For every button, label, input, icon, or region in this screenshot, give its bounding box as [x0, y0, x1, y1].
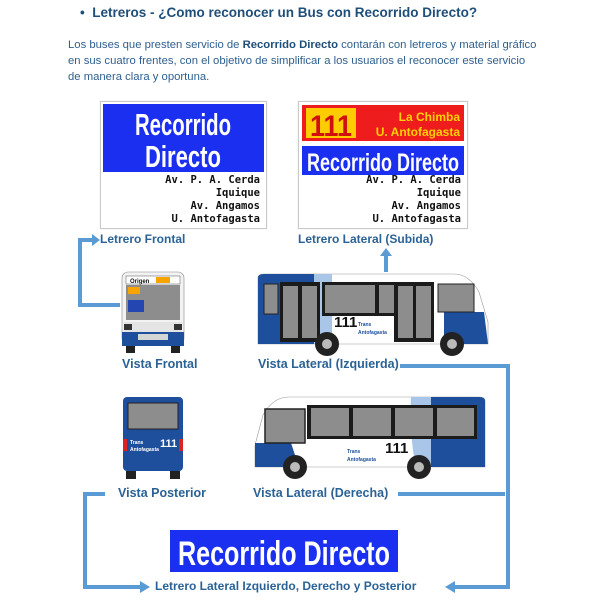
- stop: Iquique: [416, 187, 461, 199]
- bottom-sign-label: Letrero Lateral Izquierdo, Derecho y Pos…: [155, 579, 417, 593]
- side-sign-banner-text: Recorrido Directo: [307, 149, 459, 175]
- heading-text: Letreros - ¿Como reconocer un Bus con Re…: [92, 5, 478, 20]
- arrow-left-icon: [445, 581, 455, 593]
- stop: Av. P. A. Cerda: [366, 174, 461, 186]
- destination-2: U. Antofagasta: [376, 125, 461, 139]
- arrow-up-icon: [380, 248, 392, 256]
- connector-left: [83, 492, 140, 589]
- arrow-right-icon: [92, 234, 100, 246]
- brand-text: Antofagasta: [358, 330, 387, 336]
- view-rear-label: Vista Posterior: [118, 486, 207, 500]
- route-number: 111: [310, 110, 352, 143]
- bus-route-number: 111: [385, 440, 408, 457]
- connector-right: [400, 364, 510, 589]
- front-sign-stops: Av. P. A. Cerda Iquique Av. Angamos U. A…: [165, 174, 260, 226]
- side-sign: 111 La Chimba U. Antofagasta Recorrido D…: [298, 101, 468, 229]
- brand-text: Trans: [358, 322, 372, 328]
- bus-left-side-illustration: 111 Trans Antofagasta: [257, 273, 489, 356]
- front-sign-label: Letrero Frontal: [100, 232, 186, 246]
- intro-paragraph: Los buses que presten servicio de Recorr…: [68, 37, 538, 85]
- front-sign-banner: Recorrido Directo: [103, 104, 264, 172]
- stop: U. Antofagasta: [372, 213, 461, 225]
- stop: U. Antofagasta: [171, 213, 260, 225]
- arrow-right-icon: [140, 581, 150, 593]
- front-sign-line2: Directo: [145, 139, 221, 172]
- side-sign-label: Letrero Lateral (Subida): [298, 232, 434, 246]
- destination-1: La Chimba: [399, 110, 461, 124]
- brand-text: Trans: [130, 440, 144, 446]
- bottom-sign-text: Recorrido Directo: [178, 535, 390, 572]
- stop: Av. Angamos: [190, 200, 260, 212]
- bus-right-side-illustration: 111 Trans Antofagasta: [254, 396, 486, 479]
- bus-rear-illustration: Trans Antofagasta 111: [123, 397, 183, 479]
- intro-text-rest: contarán con letreros y material gráfico…: [68, 39, 537, 83]
- intro-highlight: Recorrido Directo: [242, 39, 338, 51]
- front-sign-line1: Recorrido: [135, 107, 231, 142]
- connector-front: [78, 238, 120, 307]
- bus-front-illustration: Origen: [121, 271, 185, 353]
- brand-text: Trans: [347, 449, 361, 455]
- view-right-label: Vista Lateral (Derecha): [253, 486, 389, 500]
- stop: Av. Angamos: [391, 200, 461, 212]
- intro-text: Los buses que presten servicio de: [68, 39, 243, 51]
- front-sign: Recorrido Directo Av. P. A. Cerda Iquiqu…: [100, 101, 267, 229]
- side-sign-banners: 111 La Chimba U. Antofagasta Recorrido D…: [302, 105, 464, 175]
- bullet: •: [80, 5, 85, 20]
- side-sign-stops: Av. P. A. Cerda Iquique Av. Angamos U. A…: [366, 174, 461, 226]
- section-heading: • Letreros - ¿Como reconocer un Bus con …: [80, 5, 477, 20]
- view-left-label: Vista Lateral (Izquierda): [258, 357, 399, 371]
- stop: Av. P. A. Cerda: [165, 174, 260, 186]
- stop: Iquique: [215, 187, 260, 199]
- brand-text: Antofagasta: [130, 447, 159, 453]
- bus-route-number: 111: [160, 438, 177, 450]
- brand-text: Antofagasta: [347, 457, 376, 463]
- origin-text: Origen: [130, 279, 150, 285]
- bottom-sign: Recorrido Directo: [170, 530, 398, 572]
- view-front-label: Vista Frontal: [122, 357, 198, 371]
- bus-route-number: 111: [334, 314, 357, 331]
